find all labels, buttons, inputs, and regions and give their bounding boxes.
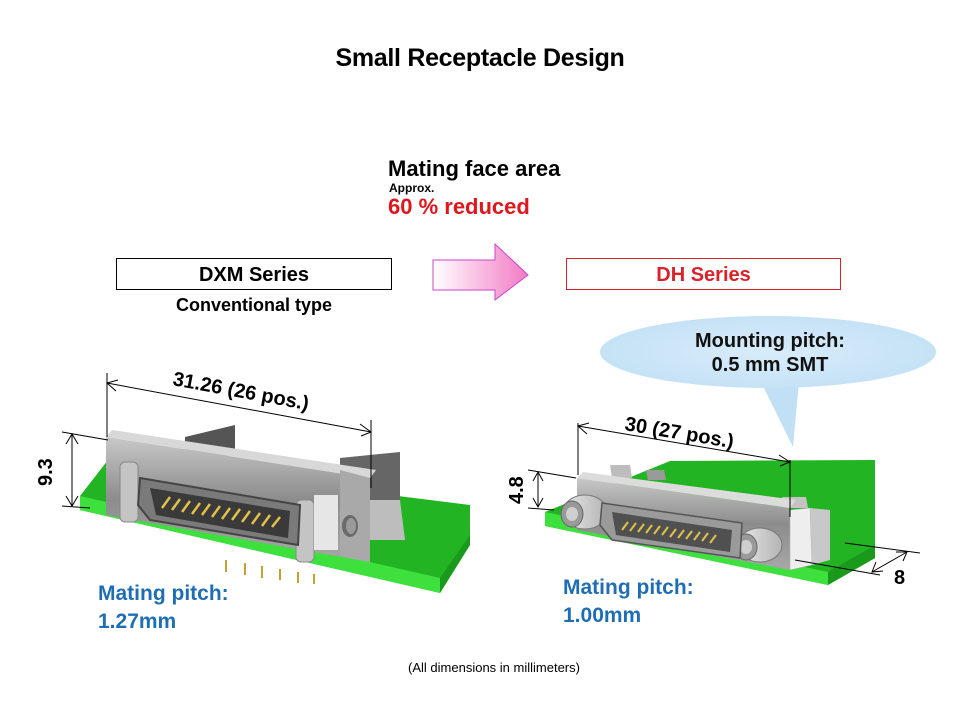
dimensions-footnote: (All dimensions in millimeters) (408, 660, 580, 675)
conventional-type-label: Conventional type (175, 295, 332, 315)
dxm-mating-pitch-value: 1.27mm (98, 610, 177, 633)
mounting-pitch-callout-bubble (600, 316, 936, 447)
dh-connector-image (545, 460, 875, 585)
dh-mating-pitch-value: 1.00mm (563, 604, 642, 627)
dh-height-text: 4.8 (506, 476, 528, 504)
dxm-connector-image (80, 425, 470, 593)
dxm-mating-pitch-label: Mating pitch: (98, 582, 229, 605)
dh-height-dimension (527, 469, 577, 511)
reduction-value: 60 % reduced (388, 194, 530, 219)
dh-mating-pitch-label: Mating pitch: (563, 576, 694, 599)
dxm-height-dimension (61, 431, 109, 509)
callout-line-2: 0.5 mm SMT (711, 354, 829, 376)
dxm-height-text: 9.3 (35, 458, 57, 486)
mating-face-area-heading: Mating face area (388, 156, 561, 181)
callout-line-1: Mounting pitch: (695, 330, 845, 352)
dh-width-text: 30 (27 pos.) (623, 413, 735, 453)
dxm-width-dimension (105, 373, 373, 488)
dh-series-label: DH Series (566, 258, 841, 290)
mounting-pitch-callout: Mounting pitch: 0.5 mm SMT (640, 329, 900, 377)
dh-mating-pitch: Mating pitch: 1.00mm (563, 574, 694, 630)
dh-depth-text: 8 (894, 567, 905, 589)
dxm-series-label: DXM Series (116, 258, 392, 290)
slide-title: Small Receptacle Design (335, 44, 625, 72)
dh-width-dimension (576, 422, 792, 517)
right-arrow-icon (432, 242, 529, 302)
approx-label: Approx. (389, 181, 435, 195)
dh-depth-dimension (794, 542, 921, 576)
dxm-mating-pitch: Mating pitch: 1.27mm (98, 580, 229, 636)
